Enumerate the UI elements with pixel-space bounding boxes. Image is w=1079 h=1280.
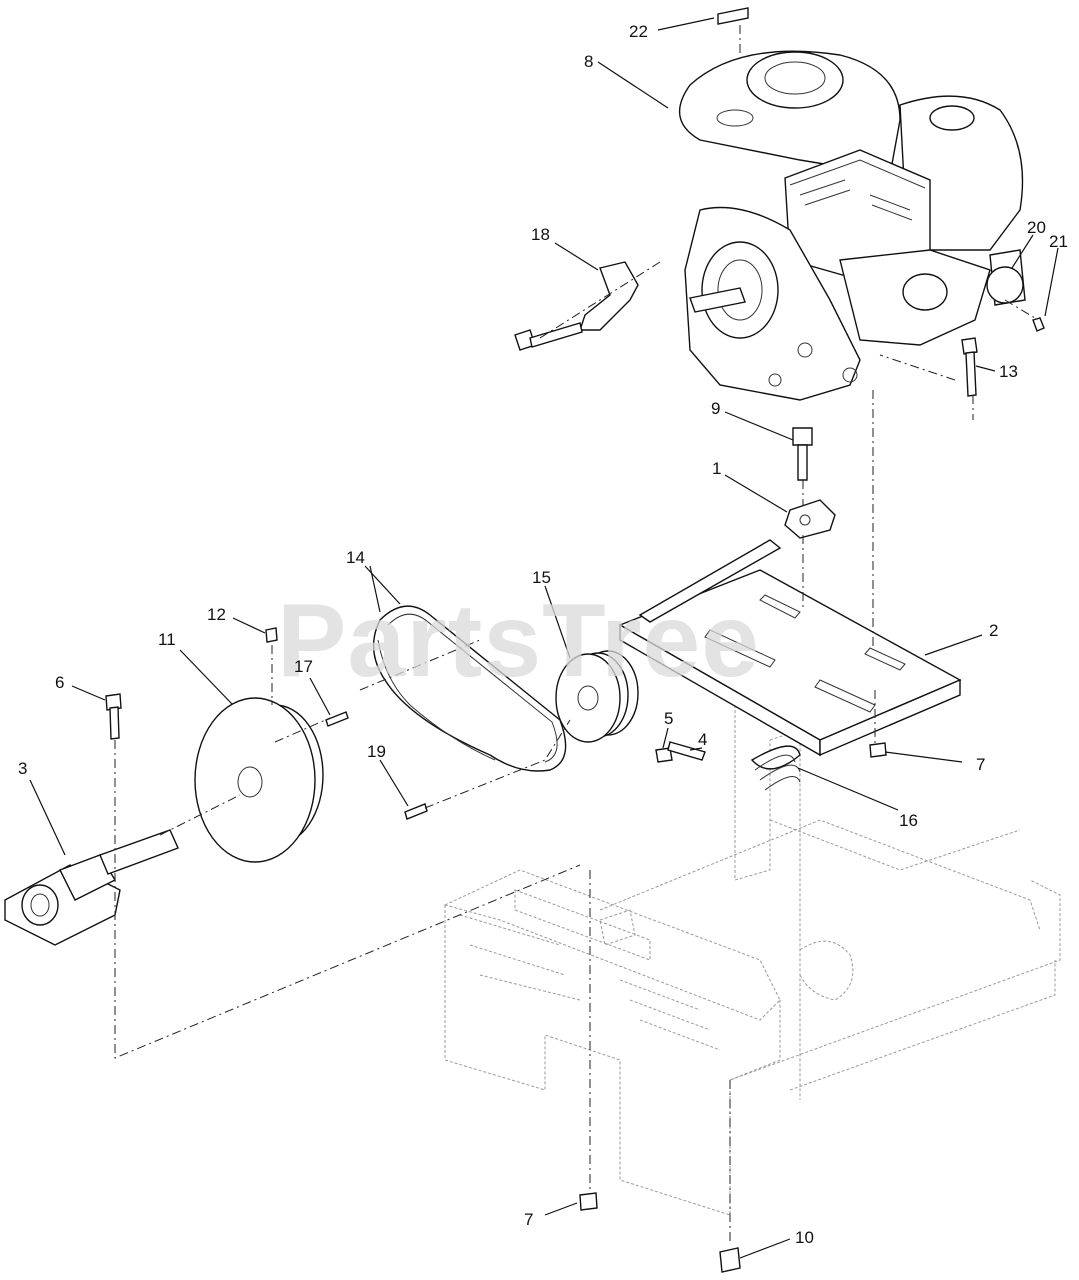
callout-6: 6 [55,673,64,692]
callout-14: 14 [346,548,365,567]
callout-11: 11 [158,630,176,649]
callout-7a: 7 [976,755,985,774]
centerlines [114,25,1036,1245]
callout-2: 2 [989,621,998,640]
callout-10: 10 [795,1228,814,1247]
callout-3: 3 [18,759,27,778]
callout-22: 22 [629,22,648,41]
large-pulley [194,697,324,863]
callout-17: 17 [294,657,313,676]
watermark: PartsTree [277,583,760,699]
callout-8: 8 [584,52,593,71]
callout-16: 16 [899,811,918,830]
engine [678,50,1026,401]
callout-5: 5 [664,709,673,728]
small-pulley [555,650,639,743]
callout-7b: 7 [524,1210,533,1229]
callout-13: 13 [999,362,1018,381]
leader-lines [29,17,1059,1259]
bolt-9 [792,427,813,481]
callout-4: 4 [698,730,707,749]
callout-12: 12 [207,605,226,624]
bolt-13 [961,337,978,397]
callout-19: 19 [367,742,386,761]
callout-15: 15 [532,568,551,587]
callout-9: 9 [711,399,720,418]
frame-ghost [443,700,1061,1216]
hardware [105,627,887,1273]
decal [717,7,749,25]
callout-labels: 22 8 18 20 21 13 9 1 14 15 2 12 11 17 6 … [18,22,1068,1247]
bearing [4,829,179,946]
callout-20: 20 [1027,218,1046,237]
callout-21: 21 [1049,232,1068,251]
bracket [784,499,836,539]
callout-18: 18 [531,225,550,244]
engine-bracket [514,261,639,351]
cover-plate [986,266,1045,332]
v-belt [372,605,567,772]
callout-1: 1 [712,459,721,478]
